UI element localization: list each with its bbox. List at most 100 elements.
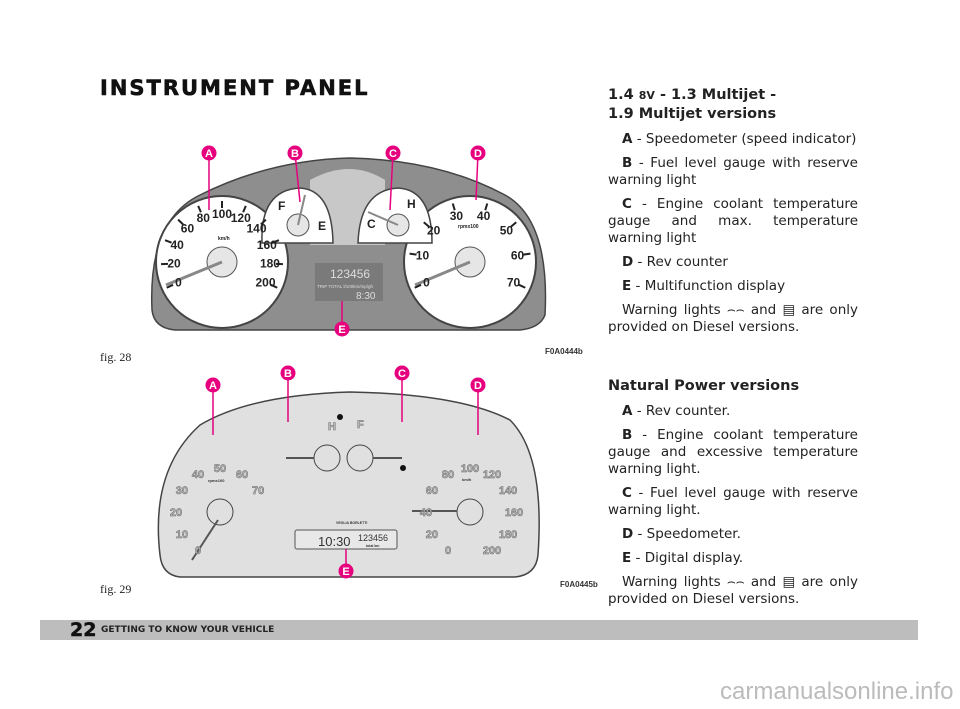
- callout-marker: [394, 365, 410, 381]
- callout-letter: C: [398, 368, 406, 380]
- diesel-note: Warning lights ⌢⌢ and ▤ are only provide…: [608, 302, 858, 335]
- display-trip: TRIP TOTAL l/100km/mp/gh: [317, 284, 374, 289]
- display-clock: 8:30: [356, 291, 376, 302]
- gauge-tick: [414, 283, 422, 289]
- instrument-panel-diagram-fig29: H F rpmx100 km/h VEGLIA BORLETTI 10:30 1…: [157, 365, 540, 579]
- legend-key: E: [622, 278, 632, 294]
- callout-marker: [280, 365, 296, 381]
- speed-unit: km/h: [218, 236, 230, 242]
- gauge-label: 140: [499, 485, 517, 497]
- legend-item: B - Engine coolant temperature gauge and…: [608, 427, 858, 478]
- callout-letter: E: [338, 324, 345, 336]
- callout-marker: [338, 563, 354, 579]
- fuel-full-label: F: [357, 419, 364, 431]
- legend-key: C: [622, 196, 632, 212]
- legend-item: A - Rev counter.: [608, 403, 858, 420]
- legend-text: - Fuel level gauge with reserve warning …: [608, 155, 858, 188]
- gauge-label: 60: [181, 222, 195, 236]
- legend-item: B - Fuel level gauge with reserve warnin…: [608, 155, 858, 189]
- gauge-label: 100: [212, 207, 232, 221]
- glow-plug-icon: ⌢⌢: [726, 302, 745, 318]
- gauge-tick: [242, 205, 247, 213]
- gauge-tick: [260, 218, 267, 226]
- gauge-tick: [484, 203, 489, 211]
- gauge-tick: [409, 252, 417, 256]
- callout-marker: [334, 321, 350, 337]
- legend-item: E - Multifunction display: [608, 278, 858, 295]
- legend-key: E: [622, 550, 632, 566]
- legend-text: - Engine coolant temperature gauge and e…: [608, 427, 858, 477]
- display-odometer: 123456: [330, 267, 370, 281]
- legend-text: - Speedometer (speed indicator): [632, 131, 857, 147]
- callout-letter: E: [342, 566, 349, 578]
- callout-marker: [201, 145, 217, 161]
- page-number: 22: [70, 619, 97, 642]
- legend-key: A: [622, 403, 633, 419]
- gauge-label: 140: [247, 222, 267, 236]
- gauge-label: 160: [505, 507, 523, 519]
- legend-text: - Rev counter.: [632, 403, 731, 419]
- legend-text: - Speedometer.: [633, 526, 741, 542]
- gauge-label: 120: [231, 211, 251, 225]
- gauge-label: 60: [236, 469, 248, 481]
- gauge-label: 180: [260, 257, 280, 271]
- gauge-label: 40: [192, 469, 204, 481]
- callout-marker: [287, 145, 303, 161]
- gauge-tick: [164, 239, 172, 244]
- display-clock: 10:30: [318, 534, 351, 549]
- callout-marker: [205, 377, 221, 393]
- gauge-label: 0: [445, 545, 451, 557]
- temp-hot-label: H: [407, 197, 416, 211]
- legend-text: - Engine coolant temperature gauge and m…: [608, 196, 858, 246]
- callout-marker: [385, 145, 401, 161]
- callout-letter: D: [474, 148, 482, 160]
- gauge-label: 70: [252, 485, 264, 497]
- multifunction-display: [315, 263, 383, 301]
- legend-text: - Digital display.: [631, 550, 744, 566]
- footer-bar: [40, 620, 918, 640]
- legend-key: D: [622, 526, 634, 542]
- section-standard-versions: 1.4 8V - 1.3 Multijet -1.9 Multijet vers…: [608, 86, 858, 343]
- water-in-fuel-icon: ▤: [782, 302, 796, 318]
- gauge-tick: [272, 239, 280, 244]
- gauge-label: 50: [500, 224, 514, 238]
- gauge-label: 0: [423, 275, 430, 289]
- fuel-empty-label: E: [318, 219, 326, 233]
- display-odometer-label: total km: [366, 544, 379, 548]
- callout-letter: A: [209, 380, 217, 392]
- gauge-label: 80: [442, 469, 454, 481]
- section-natural-power-versions: Natural Power versions A - Rev counter. B…: [608, 377, 858, 615]
- callout-letter: D: [474, 380, 482, 392]
- legend-key: B: [622, 155, 633, 171]
- diesel-note: Warning lights ⌢⌢ and ▤ are only provide…: [608, 574, 858, 607]
- gauge-label: 60: [426, 485, 438, 497]
- page-title: INSTRUMENT PANEL: [100, 76, 370, 101]
- brand-label: VEGLIA BORLETTI: [336, 521, 367, 525]
- gauge-tick: [423, 221, 430, 228]
- temp-cold-label: C: [367, 217, 376, 231]
- water-in-fuel-icon: ▤: [782, 574, 796, 590]
- gauge-label: 10: [416, 248, 430, 262]
- gauge-tick: [197, 205, 202, 213]
- watermark: carmanualsonline.info: [720, 678, 954, 705]
- gauge-label: 20: [167, 257, 181, 271]
- callout-marker: [470, 377, 486, 393]
- fuel-full-label: F: [278, 199, 285, 213]
- legend-item: C - Engine coolant temperature gauge and…: [608, 196, 858, 247]
- glow-plug-icon: ⌢⌢: [726, 574, 745, 590]
- gauge-label: 40: [171, 238, 185, 252]
- figure-code: F0A0444b: [545, 347, 583, 356]
- section-heading: Natural Power versions: [608, 378, 800, 394]
- gauge-label: 20: [170, 507, 182, 519]
- figure-caption: fig. 28: [100, 350, 132, 364]
- callout-letter: A: [205, 148, 213, 160]
- callout-letter: C: [389, 148, 397, 160]
- gauge-label: 70: [507, 275, 521, 289]
- gauge-label: 50: [214, 463, 226, 475]
- gauge-label: 160: [257, 238, 277, 252]
- gauge-tick: [518, 283, 526, 289]
- gauge-tick: [510, 221, 517, 228]
- callout-letter: B: [291, 148, 299, 160]
- legend-key: D: [622, 254, 634, 270]
- section-title: GETTING TO KNOW YOUR VEHICLE: [101, 625, 275, 635]
